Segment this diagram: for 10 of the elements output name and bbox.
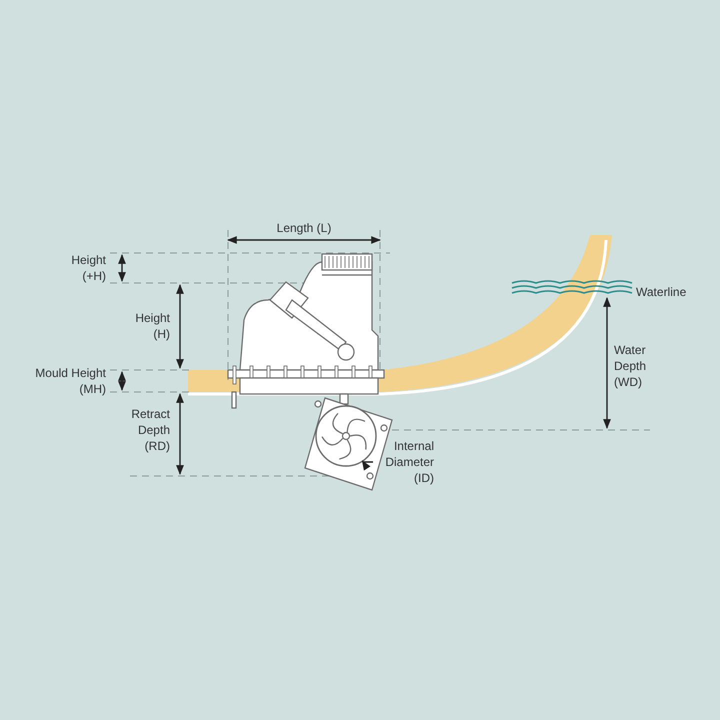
- part-label: Internal Diameter (ID): [376, 438, 434, 486]
- dimension-label: Water Depth (WD): [614, 342, 648, 390]
- dimension-label: Retract Depth (RD): [130, 406, 170, 454]
- waterline-label: Waterline: [636, 284, 688, 300]
- dimension-label: Mould Height (MH): [34, 365, 106, 397]
- dimension-label: Length (L): [276, 220, 332, 236]
- leader-line: [362, 460, 373, 471]
- dimension-label: Height (H): [134, 310, 170, 342]
- dimension-label: Height (+H): [70, 252, 106, 284]
- propeller-tunnel: [315, 405, 377, 467]
